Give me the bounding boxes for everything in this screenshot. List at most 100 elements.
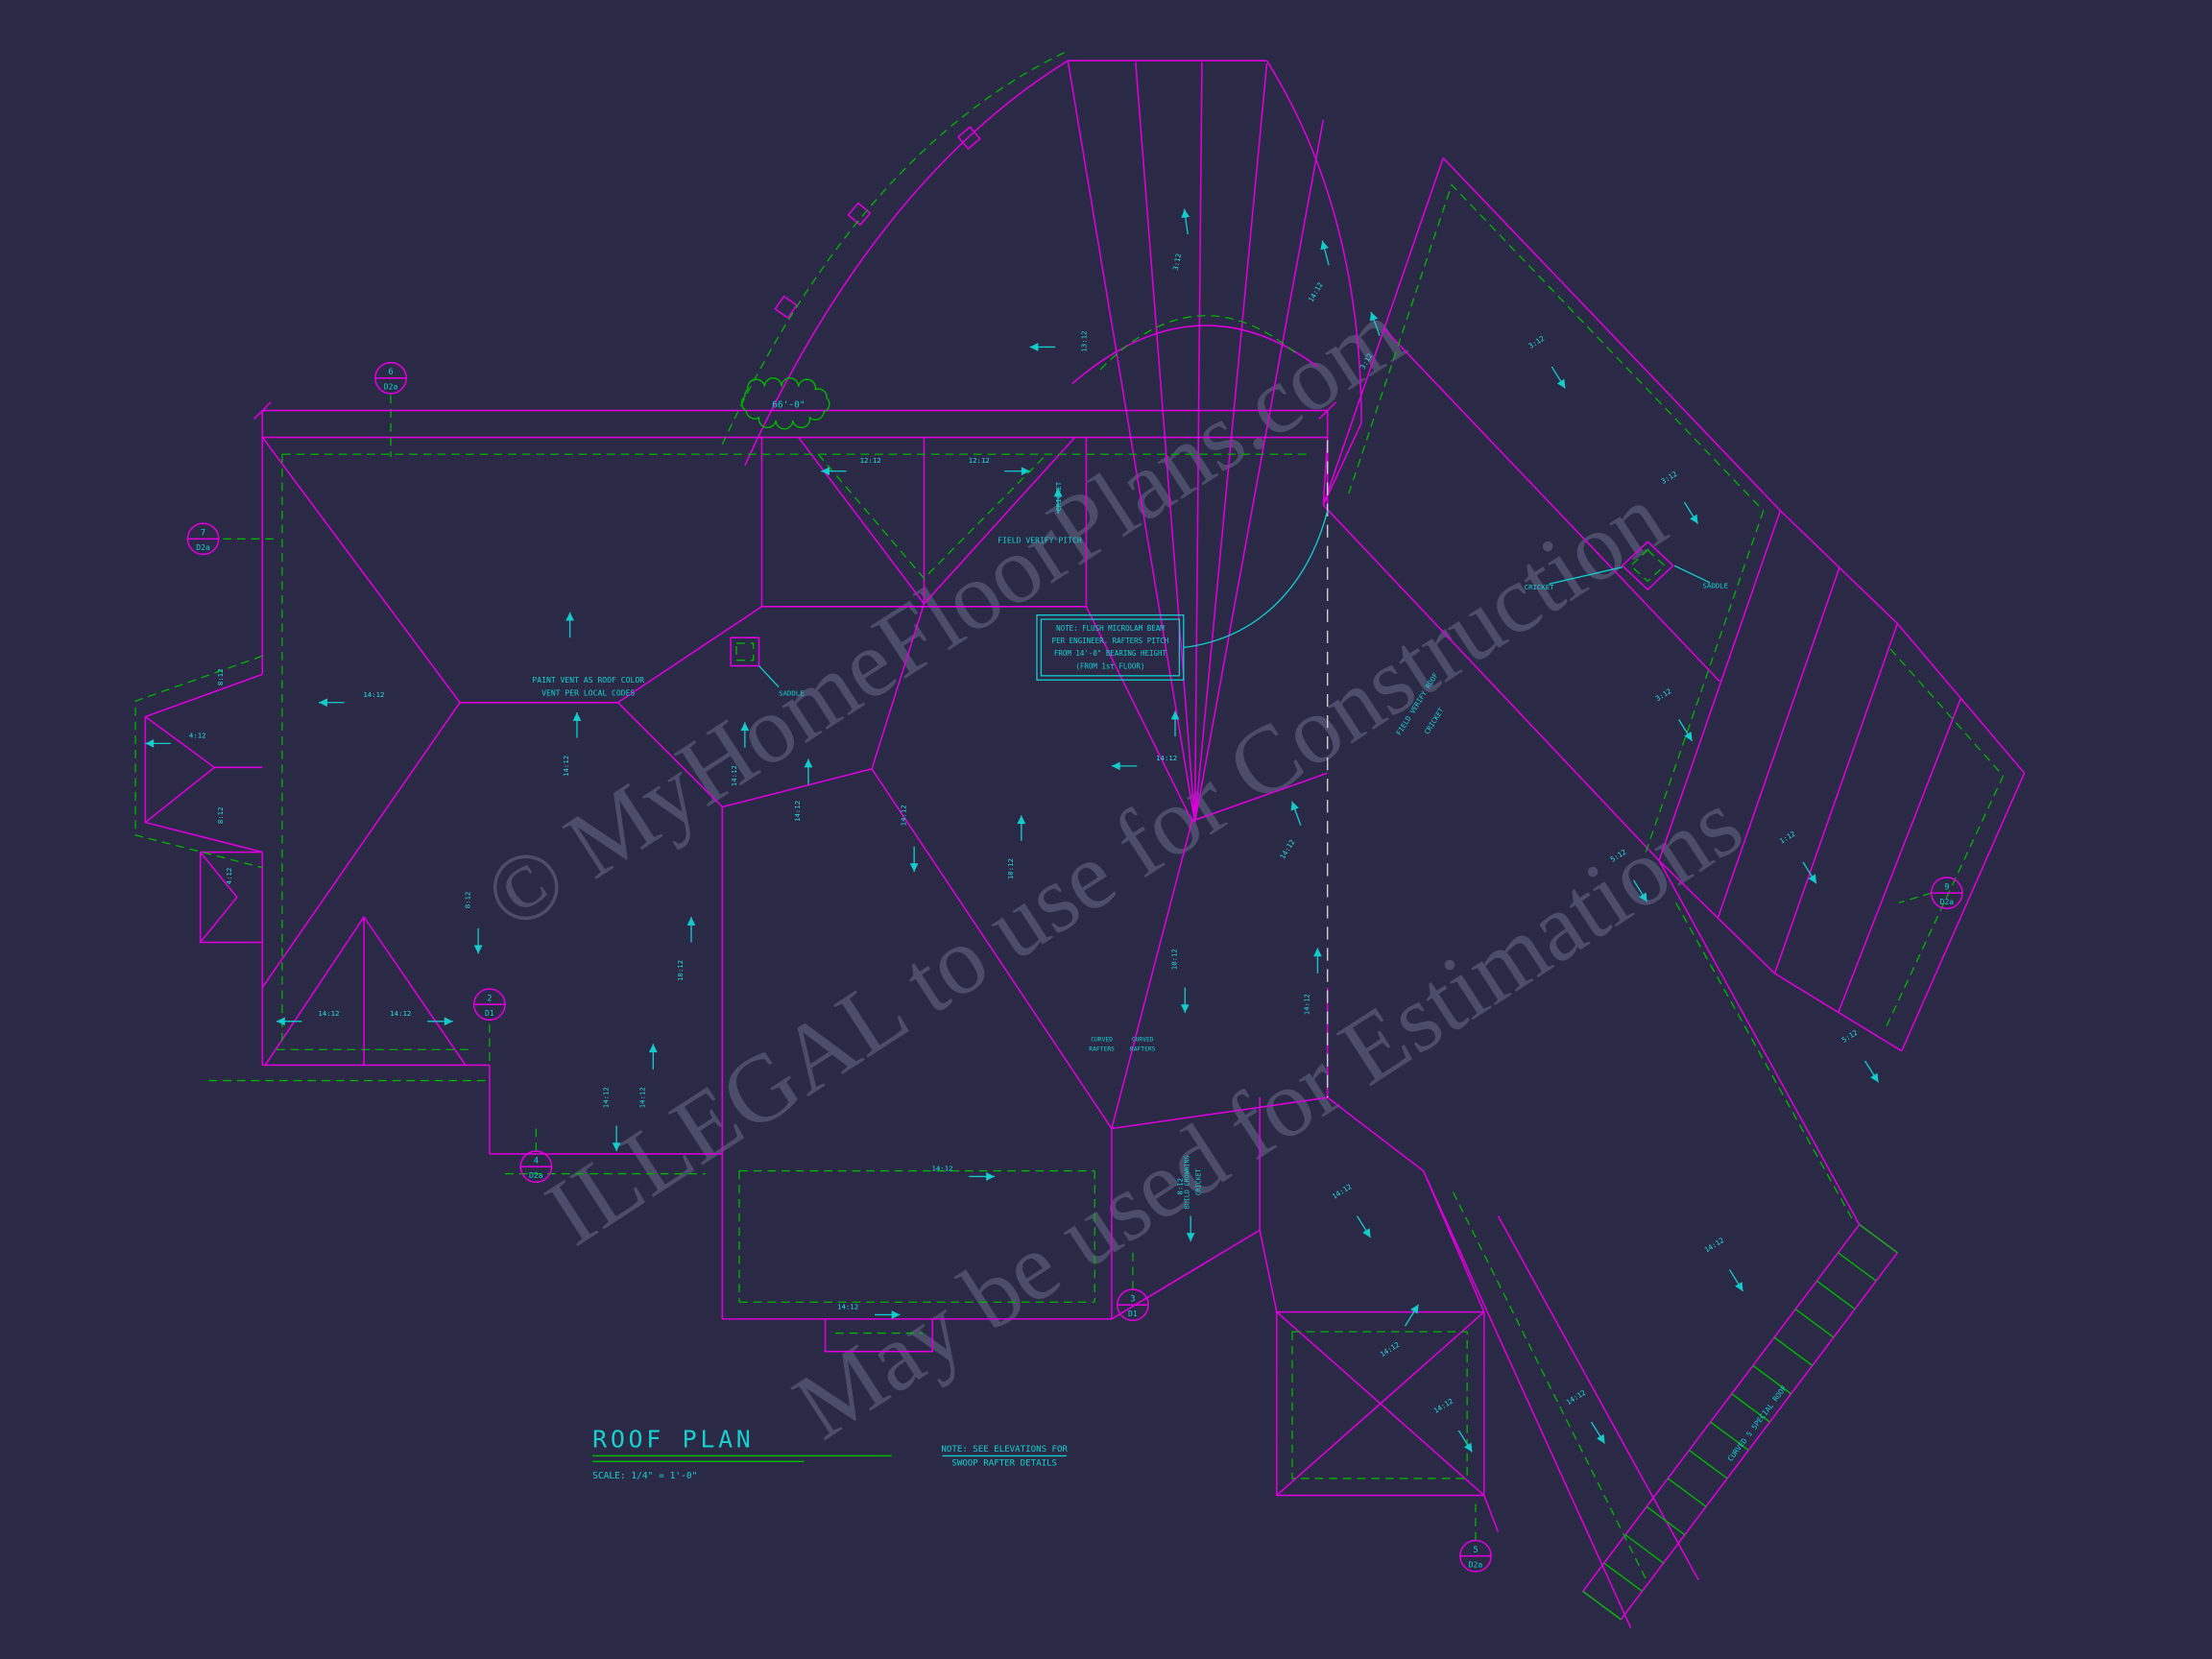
pitch-arrowhead [473,945,483,954]
pitch-label: 5:12 [1840,1028,1860,1045]
side-note-line-2: SWOOP RAFTER DETAILS [951,1459,1057,1469]
annotation-label: RAFTERS [1130,1046,1156,1053]
hatch-rung [1582,1590,1622,1621]
marker-number: 7 [201,529,205,539]
annotation-label: CRICKET [1423,706,1446,735]
hatch-rung [1838,1252,1877,1282]
marker-sheet: D2a [1939,897,1954,906]
beam-note-line-3: FROM 14'-0" BEARING HEIGHT [1054,649,1167,658]
pitch-label: 14:12 [1156,754,1177,762]
pitch-arrowhead [1597,1433,1605,1444]
pitch-arrowhead [1870,1072,1879,1083]
pitch-arrowhead [891,1310,901,1319]
hatch-rung [1603,1562,1643,1593]
hatch-rung [1859,1223,1898,1254]
pitch-label: 14:12 [932,1165,953,1173]
pitch-arrowhead [804,758,813,768]
pitch-label: 3:12 [1654,686,1673,703]
rafter-tick-square [957,126,981,150]
pitch-label: 14:12 [730,765,738,786]
pitch-arrowhead [1111,761,1120,771]
annotation-label: RAFTERS [1089,1046,1115,1053]
marker-number: 4 [534,1157,539,1166]
marker-sheet: D2a [529,1170,543,1180]
annotation-label: CURVED [1132,1036,1154,1043]
green-overhang-lines [134,51,2005,1583]
pitch-arrowhead [1029,343,1039,351]
pitch-label: 10:12 [676,960,685,981]
curved-roof-hatch [1582,1223,1898,1621]
annotation-label: SADDLE [779,688,804,697]
pitch-label: 1:12 [1778,830,1797,846]
annotation-label: CRICKET [1054,481,1063,511]
scale-note: SCALE: 1/4" = 1'-0" [592,1471,697,1481]
marker-number: 6 [388,368,393,377]
pitch-label: 14:12 [1307,281,1325,304]
detail-marker: 2D1 [472,988,506,1022]
pitch-arrowhead [1369,311,1379,322]
hatch-rung [1688,1449,1728,1479]
pitch-label: 8:12 [216,668,225,685]
pitch-arrowhead [612,1142,621,1152]
pitch-arrowhead [909,863,919,873]
pitch-arrowhead [821,467,830,476]
hatch-rung [1731,1393,1770,1423]
pitch-label: 14:12 [638,1087,647,1108]
beam-note-line-1: NOTE: FLUSH MICROLAM BEAM [1056,624,1165,633]
pitch-label: 3:12 [1171,252,1183,271]
hatch-rung [1667,1478,1707,1507]
pitch-label: 13:12 [1079,331,1088,352]
pitch-arrowhead [1735,1282,1743,1291]
side-note-line-1: NOTE: SEE ELEVATIONS FOR [941,1445,1068,1455]
title-block: ROOF PLAN SCALE: 1/4" = 1'-0" [592,1426,892,1481]
pitch-label: 14:12 [1432,1397,1455,1415]
vent-square [730,637,780,688]
pitch-label: 8:12 [216,806,225,824]
saddle-diamond [1549,541,1711,591]
annotation-label: CRICKET [1525,583,1554,591]
pitch-arrowhead [740,722,750,732]
marker-number: 9 [1944,882,1949,892]
dimension-line: 66'-0" [252,377,1337,438]
pitch-label: 10:12 [1006,858,1015,879]
pitch-label: 4:12 [225,868,233,885]
side-note: NOTE: SEE ELEVATIONS FOR SWOOP RAFTER DE… [941,1445,1068,1469]
magenta-roof-lines [144,60,2026,1629]
pitch-label: 14:12 [1379,1340,1401,1358]
pitch-label: 3:12 [1527,334,1546,350]
pitch-arrowhead [444,1017,453,1026]
marker-number: 3 [1130,1295,1135,1305]
pitch-arrowhead [1684,732,1693,741]
annotation-label: VENT PER LOCAL CODES [541,687,635,697]
pitch-label: 3:12 [1358,351,1375,371]
pitch-arrowhead [1808,874,1816,884]
pitch-arrowhead [1186,1233,1195,1242]
annotation-label: CURVED [1091,1036,1113,1043]
pitch-label: 12:12 [969,456,990,465]
pitch-arrowhead [319,698,327,708]
hatch-rung [1646,1505,1686,1536]
pitch-arrowhead [986,1172,995,1181]
pitch-label: 5:12 [1609,848,1628,864]
pitch-label: 14:12 [601,1087,610,1108]
pitch-label: 14:12 [318,1009,339,1018]
pitch-label: 14:12 [1703,1236,1725,1254]
beam-note-line-4: (FROM 1st FLOOR) [1075,661,1144,670]
marker-number: 2 [487,995,492,1004]
pitch-arrowhead [276,1017,285,1026]
hatch-rung [1624,1534,1665,1564]
hatch-rung [1710,1421,1749,1452]
marker-sheet: D1 [485,1008,494,1018]
rafter-tick-square [774,295,798,319]
detail-marker: 3D1 [1116,1288,1149,1322]
revision-cloud [740,377,830,430]
pitch-arrowhead [572,712,582,721]
pitch-arrowhead [1410,1304,1419,1314]
beam-note-box: NOTE: FLUSH MICROLAM BEAM PER ENGINEER. … [1036,510,1329,681]
